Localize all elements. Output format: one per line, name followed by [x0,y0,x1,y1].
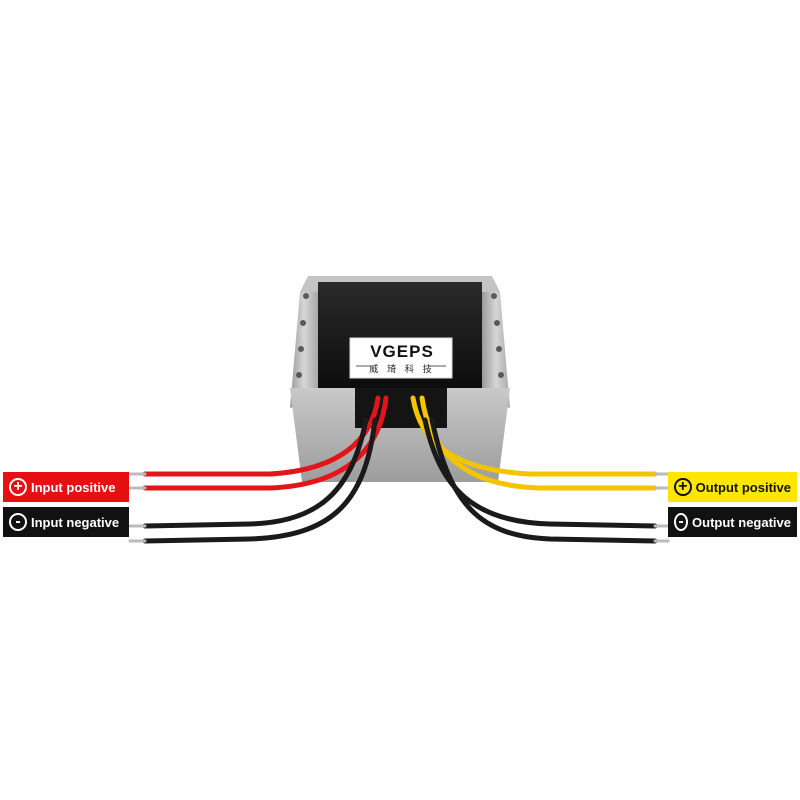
brand-name: VGEPS [370,342,434,361]
input-positive-text: Input positive [31,479,116,495]
input-negative-label: - Input negative [3,507,129,537]
minus-icon: - [9,513,27,531]
brand-subtitle: 威 琦 科 技 [369,365,435,375]
converter-enclosure [290,276,510,482]
brand-sticker [349,337,453,379]
input-positive-label: + Input positive [3,472,129,502]
output-negative-label: - Output negative [668,507,797,537]
minus-icon: - [674,513,689,531]
plus-icon: + [9,478,27,496]
output-negative-text: Output negative [692,514,791,530]
output-wires [410,395,670,544]
output-positive-text: Output positive [695,479,791,495]
input-wires [128,395,389,544]
input-negative-text: Input negative [31,514,120,530]
output-positive-label: + Output positive [668,472,797,502]
plus-icon: + [674,478,692,496]
